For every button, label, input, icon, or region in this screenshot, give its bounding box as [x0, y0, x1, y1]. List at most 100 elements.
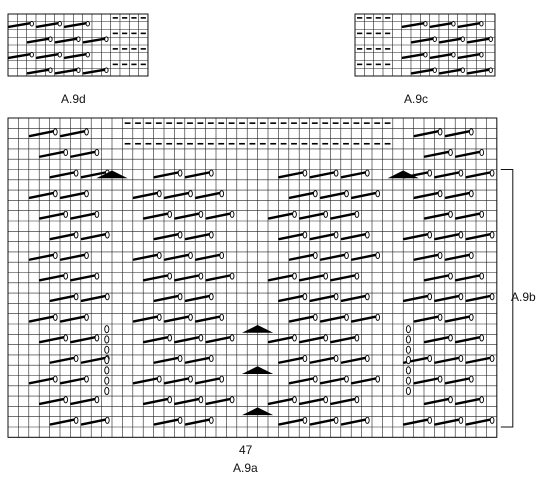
decrease-triangle-symbol: [242, 325, 274, 333]
yarn-over-symbol: [63, 148, 69, 157]
yarn-over-symbol: [448, 210, 453, 218]
yarn-over-symbol: [156, 190, 162, 198]
yarn-over-symbol: [219, 251, 225, 260]
cable-symbol: [434, 418, 461, 426]
yarn-over-symbol: [104, 293, 110, 301]
yarn-over-symbol: [229, 210, 235, 218]
yarn-over-symbol: [104, 416, 110, 424]
yarn-over-symbol: [375, 313, 381, 321]
yarn-over-symbol: [219, 313, 225, 321]
cable-symbol: [26, 68, 51, 75]
cable-symbol: [351, 253, 378, 261]
yarn-over-symbol: [488, 36, 493, 42]
yarn-over-symbol: [73, 354, 79, 363]
yarn-over-symbol: [219, 190, 225, 198]
cable-symbol: [49, 356, 76, 364]
cable-symbol: [267, 397, 295, 406]
cable-symbol: [205, 335, 232, 344]
yarn-over-symbol: [489, 354, 495, 363]
yarn-over-symbol: [432, 36, 437, 42]
yarn-over-symbol: [292, 396, 297, 404]
yarn-over-symbol: [167, 334, 173, 342]
cable-symbol: [153, 294, 180, 303]
cable-symbol: [80, 418, 107, 426]
cable-symbol: [309, 356, 336, 364]
yarn-over-symbol: [432, 67, 437, 73]
cable-symbol: [401, 52, 426, 59]
yarn-over-symbol: [323, 334, 329, 342]
yarn-over-symbol: [489, 169, 495, 177]
yarn-over-symbol: [85, 20, 90, 27]
yarn-over-symbol: [312, 313, 318, 321]
cable-symbol: [423, 335, 451, 344]
cable-symbol: [194, 377, 222, 385]
cable-symbol: [163, 377, 191, 385]
cable-symbol: [142, 335, 170, 344]
yarn-over-symbol: [458, 354, 464, 363]
yarn-over-symbol: [208, 354, 214, 363]
cable-symbol: [330, 274, 357, 282]
cable-symbol: [465, 232, 492, 241]
yarn-over-symbol: [405, 345, 411, 354]
cable-symbol: [163, 191, 191, 200]
yarn-over-symbol: [52, 251, 58, 260]
cable-symbol: [59, 315, 87, 323]
cable-symbol: [288, 315, 315, 323]
cable-symbol: [403, 418, 430, 426]
yarn-over-symbol: [177, 293, 183, 301]
cable-symbol: [7, 52, 32, 59]
yarn-over-symbol: [177, 354, 183, 363]
yarn-over-symbol: [57, 51, 62, 58]
cable-symbol: [49, 171, 76, 179]
yarn-over-symbol: [177, 169, 183, 177]
yarn-over-symbol: [468, 313, 474, 321]
cable-symbol: [205, 397, 232, 406]
yarn-over-symbol: [94, 148, 100, 157]
cable-symbol: [309, 171, 336, 179]
cable-symbol: [429, 52, 454, 59]
yarn-over-symbol: [489, 231, 495, 239]
yarn-over-symbol: [208, 169, 214, 177]
cable-symbol: [163, 253, 191, 261]
yarn-over-symbol: [73, 169, 79, 177]
cable-symbol: [455, 212, 482, 220]
cable-symbol: [70, 274, 97, 282]
yarn-over-symbol: [198, 272, 204, 280]
yarn-over-symbol: [427, 293, 433, 301]
yarn-over-symbol: [312, 375, 318, 383]
cable-symbol: [174, 212, 201, 220]
yarn-over-symbol: [94, 396, 100, 404]
yarn-over-symbol: [405, 386, 411, 396]
cable-symbol: [403, 232, 430, 241]
yarn-over-symbol: [104, 376, 110, 385]
cable-symbol: [59, 377, 87, 385]
yarn-over-symbol: [333, 231, 339, 239]
decrease-triangle-symbol: [387, 170, 419, 179]
yarn-over-symbol: [354, 396, 360, 404]
yarn-over-symbol: [479, 51, 484, 58]
cable-symbol: [205, 274, 232, 282]
yarn-over-symbol: [448, 148, 453, 157]
yarn-over-symbol: [302, 293, 308, 301]
cable-symbol: [423, 274, 451, 282]
yarn-over-symbol: [84, 128, 89, 136]
cable-symbol: [70, 150, 97, 158]
yarn-over-symbol: [208, 416, 214, 424]
cable-symbol: [49, 418, 76, 426]
cable-symbol: [194, 191, 222, 200]
cable-symbol: [465, 294, 492, 303]
cable-symbol: [429, 21, 454, 28]
cable-symbol: [340, 418, 367, 426]
cable-symbol: [288, 191, 315, 200]
yarn-over-symbol: [84, 190, 89, 198]
yarn-over-symbol: [84, 313, 89, 321]
grid-border: [7, 13, 149, 77]
cable-symbol: [309, 418, 336, 426]
cable-symbol: [401, 21, 426, 28]
cable-symbol: [153, 232, 180, 241]
yarn-over-symbol: [405, 366, 411, 375]
cable-symbol: [28, 253, 55, 261]
cable-symbol: [319, 253, 347, 261]
yarn-over-symbol: [323, 272, 329, 280]
